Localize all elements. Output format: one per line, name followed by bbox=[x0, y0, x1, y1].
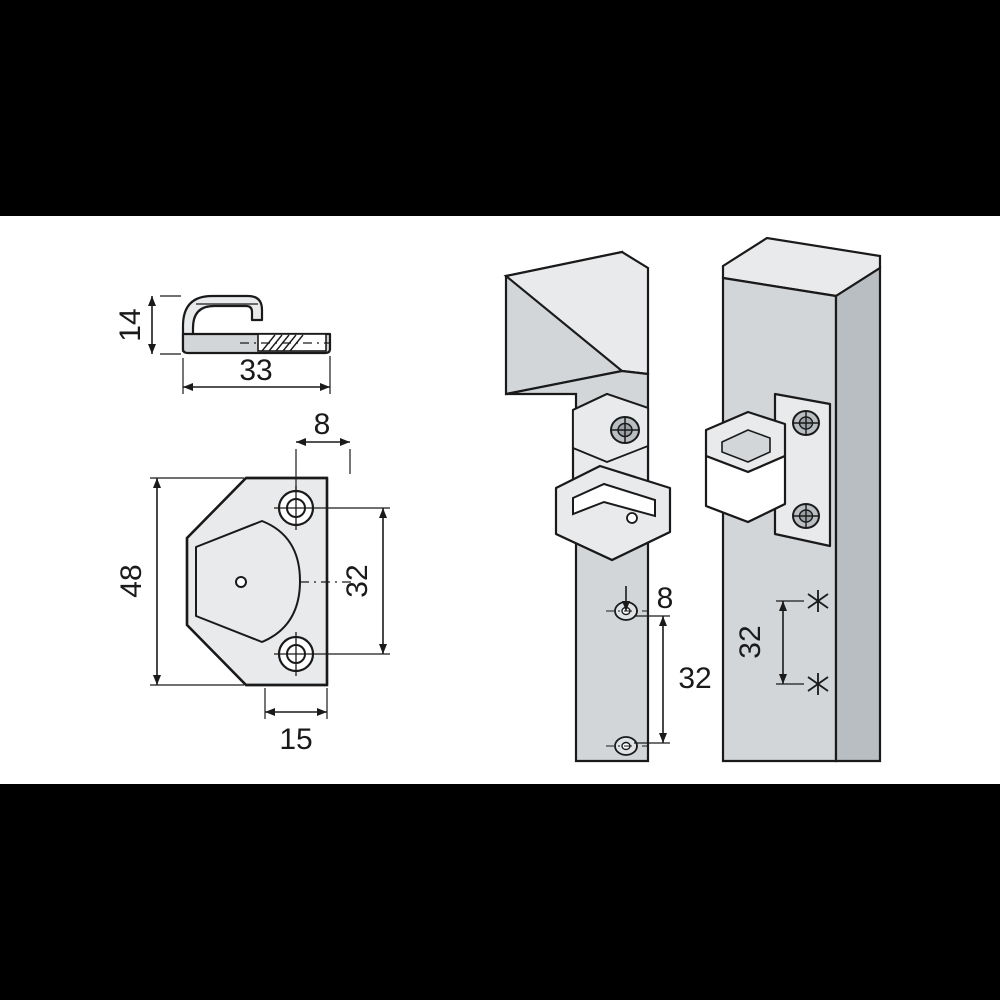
dim-48-plan-label: 48 bbox=[115, 564, 148, 597]
shelf-panel-hole-lower bbox=[606, 736, 648, 756]
dim-8-assembly-label: 8 bbox=[657, 582, 674, 615]
mounted-bracket bbox=[554, 392, 672, 562]
dim-14-label: 14 bbox=[114, 308, 147, 341]
hook-tongue bbox=[195, 520, 301, 643]
dim-32-plan: 32 bbox=[318, 507, 390, 655]
center-pin-hole bbox=[235, 576, 247, 588]
dim-32-post-label: 32 bbox=[734, 625, 767, 658]
dim-32-plan-label: 32 bbox=[341, 564, 374, 597]
post-side-face bbox=[834, 265, 882, 763]
isometric-assembly-view: 8 32 bbox=[503, 236, 882, 763]
dim-32-assembly-label: 32 bbox=[678, 662, 711, 695]
cradle-slot bbox=[572, 482, 656, 518]
hook-plate-screw-bottom bbox=[792, 503, 820, 529]
plate-edge bbox=[185, 476, 329, 687]
dim-15-plan-label: 15 bbox=[279, 723, 312, 756]
dim-14: 14 bbox=[114, 295, 181, 355]
plan-view: 8 32 48 bbox=[115, 408, 390, 756]
drawing-sheet: 14 33 bbox=[0, 216, 1000, 784]
hook-arm-detail bbox=[721, 429, 771, 463]
cradle-pin-hole bbox=[626, 512, 638, 524]
dim-8-plan-label: 8 bbox=[314, 408, 331, 441]
screw-hole-bottom bbox=[274, 632, 318, 676]
technical-drawing-svg: 14 33 bbox=[114, 236, 882, 763]
dim-15-plan: 15 bbox=[264, 688, 328, 756]
dim-48-plan: 48 bbox=[115, 477, 244, 686]
dim-32-assembly: 32 bbox=[634, 615, 712, 744]
post-pilot-mark-bottom bbox=[807, 673, 829, 695]
side-elevation-view: 14 33 bbox=[114, 294, 332, 394]
hook-plate-screw-top bbox=[792, 410, 820, 436]
shelf-panel-top bbox=[503, 250, 650, 376]
bracket-screw bbox=[610, 416, 640, 444]
dim-33: 33 bbox=[182, 354, 331, 394]
post-pilot-mark-top bbox=[807, 590, 829, 612]
dim-33-label: 33 bbox=[239, 354, 272, 387]
dim-8-plan: 8 bbox=[295, 408, 351, 492]
dim-8-assembly: 8 bbox=[622, 582, 673, 615]
dim-32-post: 32 bbox=[734, 600, 804, 685]
hook-plate bbox=[704, 392, 832, 548]
